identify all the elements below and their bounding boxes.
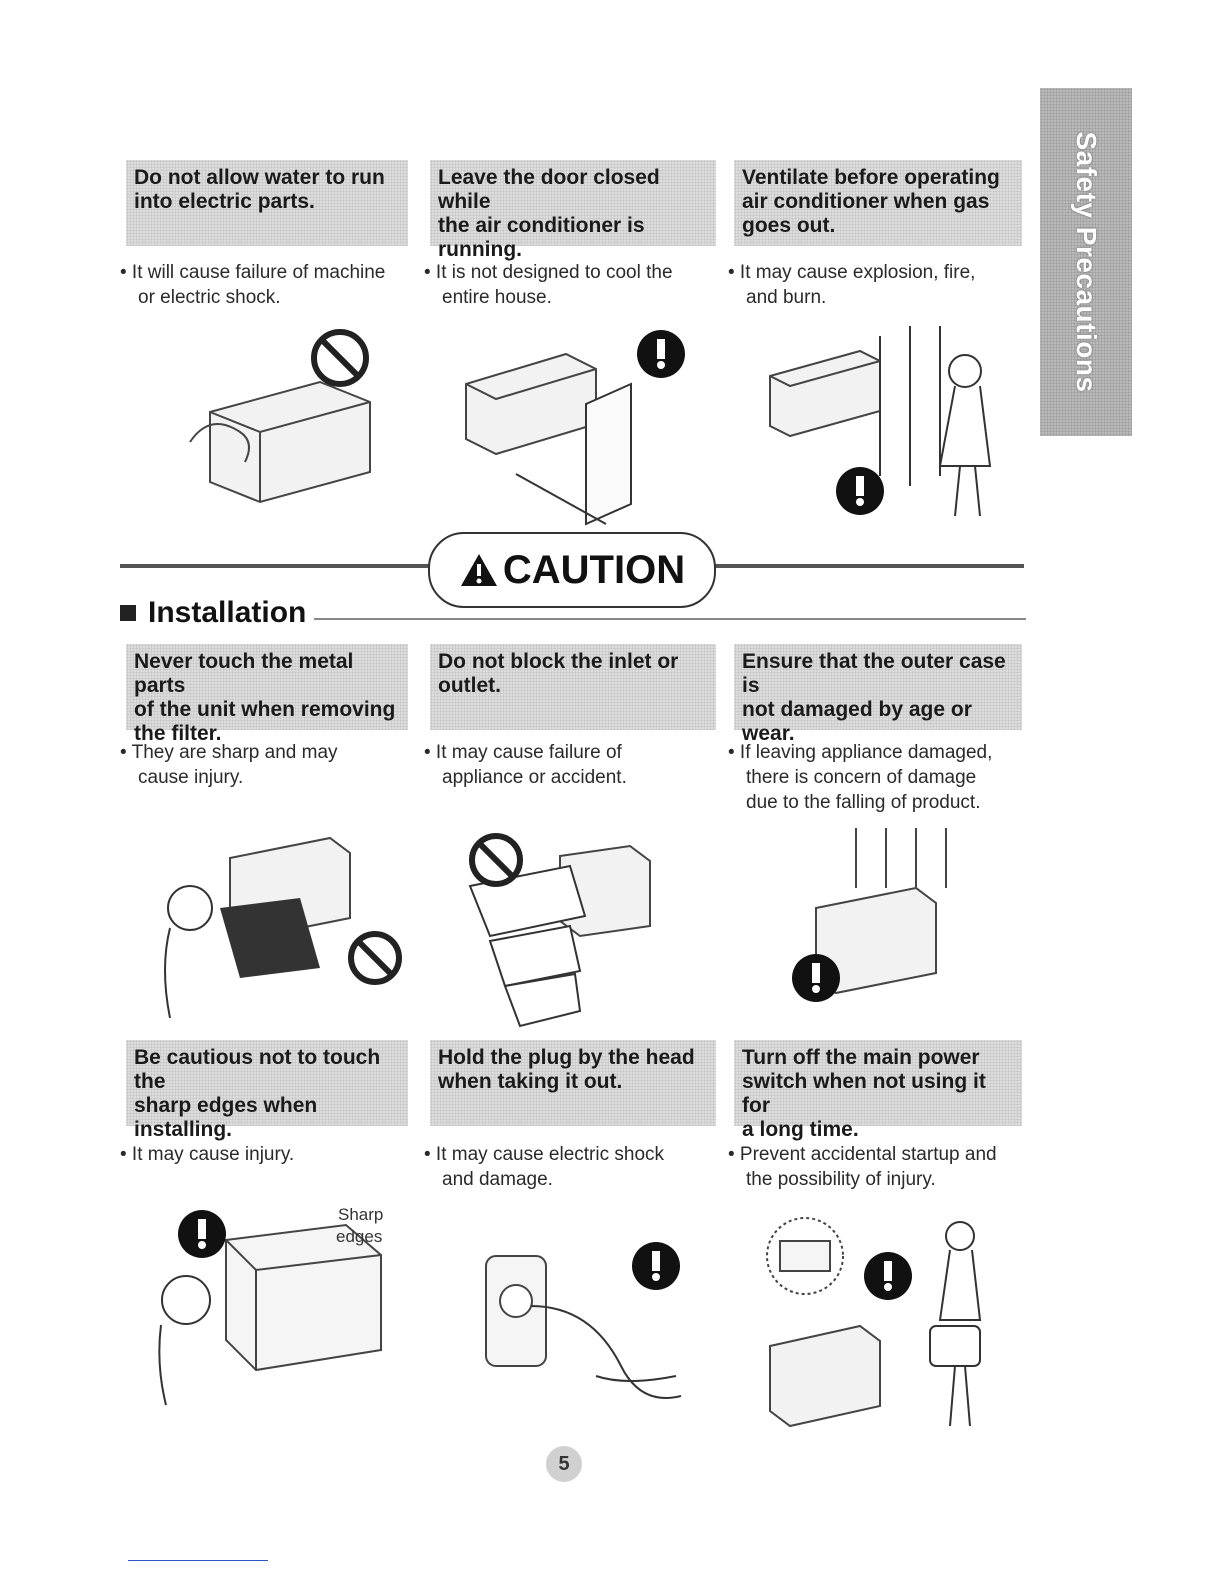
caution-rule-right [712,564,1024,568]
exclamation-icon [632,1242,680,1290]
boxes-illustration [468,864,587,1028]
footer-line [128,1560,268,1561]
desc-outer-case: • If leaving appliance damaged,there is … [728,742,993,813]
air-conditioner-illustration [769,349,881,438]
illustration-door [465,330,685,526]
power-switch-illustration [766,1217,844,1295]
illustration-sharp-edges: Sharp edges [158,1205,383,1406]
illustration-inlet [468,833,651,1028]
filter-illustration [220,898,320,978]
window-illustration [879,326,941,486]
section-title: Installation [120,596,306,630]
sharp-edges-label-line1: Sharp [338,1205,383,1224]
illustration-water [189,329,371,504]
air-conditioner-illustration [769,1324,881,1428]
prohibited-icon [348,931,402,985]
woman-illustration [938,354,992,517]
woman-with-luggage-illustration [929,1221,982,1427]
plug-cord-illustration [530,1305,682,1399]
exclamation-icon [836,467,884,515]
side-tab-label: Safety Precautions [1071,131,1102,393]
air-conditioner-illustration [465,352,597,456]
air-conditioner-illustration [189,380,371,504]
wall-outlet-illustration [485,1255,547,1367]
exclamation-icon [792,954,840,1002]
illustration-outer-case [792,828,947,1002]
section-bullet-icon [120,605,136,621]
side-tab: Safety Precautions [1040,88,1132,436]
caution-rule-left [120,564,430,568]
prohibited-icon [469,833,523,887]
illustration-main-power [766,1217,982,1428]
person-illustration [158,1275,211,1406]
illustration-plug [485,1242,682,1399]
page-number: 5 [546,1446,582,1482]
door-illustration [515,382,632,526]
prohibited-icon [311,329,369,387]
sharp-edges-label-line2: edges [336,1227,382,1246]
caution-banner: CAUTION [428,532,716,608]
illustration-ventilate [769,326,992,517]
exclamation-icon [864,1252,912,1300]
air-conditioner-case-illustration [225,1223,382,1372]
section-rule [314,618,1026,620]
window-illustration [855,828,947,888]
desc-ventilate: • It may cause explosion, fire,and burn. [728,262,976,308]
desc-sharp-edges: • It may cause injury. [120,1144,295,1165]
exclamation-icon [178,1210,226,1258]
section-title-text: Installation [148,596,307,629]
illustration-metal-parts [164,836,402,1018]
caution-label: CAUTION [502,547,686,592]
person-illustration [164,885,213,1018]
warning-triangle-icon [460,554,497,586]
exclamation-icon [637,330,685,378]
